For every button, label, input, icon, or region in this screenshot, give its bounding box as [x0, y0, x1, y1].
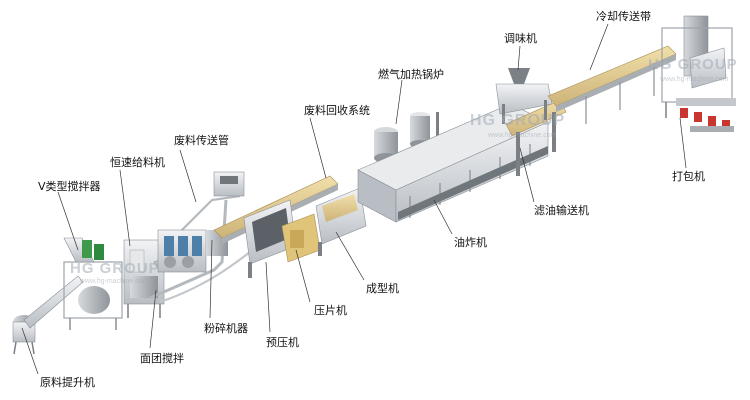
leader-boiler: [396, 80, 402, 124]
label-waste-conveying-pipe: 废料传送管: [174, 134, 229, 147]
watermark-site-1: www.hg-machine.com: [80, 278, 148, 285]
leader-seasoning: [518, 46, 520, 70]
watermark-brand-1: HG GROUP: [70, 260, 160, 277]
raw-material-lift-machine: [13, 276, 83, 354]
label-v-type-mixer: V类型搅拌器: [38, 180, 101, 193]
label-sheeter: 压片机: [314, 304, 347, 317]
watermark-site-2: www.hg-machine.com: [488, 132, 556, 139]
leader-former: [336, 232, 364, 280]
label-waste-recycling: 废料回收系统: [304, 104, 370, 117]
label-oil-filter-conveyor: 滤油输送机: [534, 204, 589, 217]
leader-pre-press: [266, 262, 270, 332]
label-fryer: 油炸机: [454, 236, 487, 249]
leader-waste-pipe: [180, 150, 196, 202]
label-raw-material-lift: 原料提升机: [40, 376, 95, 389]
label-crusher: 粉碎机器: [204, 322, 248, 335]
leader-waste-recycle: [310, 118, 326, 178]
label-cooling-belt: 冷却传送带: [596, 10, 651, 23]
label-pre-press: 预压机: [266, 336, 299, 349]
label-dough-mixer: 面团搅拌: [140, 352, 184, 365]
watermark-brand-2: HG GROUP: [470, 112, 565, 130]
label-gas-boiler: 燃气加热锅炉: [378, 68, 444, 81]
leader-packing: [680, 118, 686, 168]
leader-feeder: [120, 170, 130, 246]
leader-fryer: [434, 200, 452, 234]
label-constant-speed-feeder: 恒速给料机: [110, 156, 165, 169]
leader-cooling: [590, 24, 608, 70]
watermark-brand-3: HG GROUP: [648, 56, 738, 73]
watermark-site-3: www.hg-machine.com: [660, 76, 728, 83]
leader-sheeter: [296, 250, 310, 302]
label-former: 成型机: [366, 282, 399, 295]
label-packing: 打包机: [672, 170, 705, 183]
label-seasoning: 调味机: [504, 32, 537, 45]
packing-machine: [662, 16, 736, 132]
